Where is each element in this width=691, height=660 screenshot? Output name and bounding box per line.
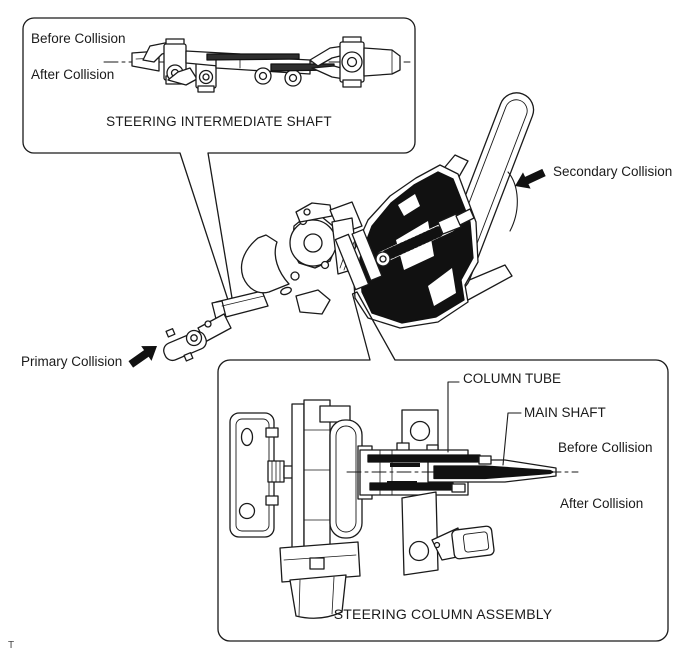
primary-collision-arrow-icon	[128, 346, 157, 368]
shaft-collapsed-bar	[433, 465, 554, 480]
after-collision-label-bottom: After Collision	[560, 496, 644, 511]
primary-collision-label: Primary Collision	[21, 354, 123, 369]
before-collision-label-bottom: Before Collision	[558, 440, 653, 455]
column-tube-leader-line	[447, 381, 460, 453]
tube-before-bar	[367, 454, 481, 463]
footer-mark: T	[8, 640, 15, 651]
intermediate-shaft-caption: STEERING INTERMEDIATE SHAFT	[106, 114, 332, 129]
steering-column-main-drawing	[128, 92, 546, 368]
main-shaft-label: MAIN SHAFT	[524, 405, 606, 420]
key-cylinder	[451, 525, 495, 560]
shaft-before-bar	[206, 53, 300, 61]
after-collision-label-top: After Collision	[31, 67, 115, 82]
column-tube-label: COLUMN TUBE	[463, 371, 562, 386]
secondary-collision-label: Secondary Collision	[553, 164, 673, 179]
main-shaft-leader-line	[502, 412, 522, 466]
intermediate-shaft-drawing	[103, 36, 411, 93]
before-collision-label-top: Before Collision	[31, 31, 126, 46]
shroud-cross-section	[351, 164, 479, 329]
column-assembly-drawing	[229, 399, 579, 619]
wheel-hub-bulge	[507, 171, 518, 232]
secondary-collision-arrow-icon	[515, 168, 546, 189]
column-assembly-caption: STEERING COLUMN ASSEMBLY	[333, 606, 553, 622]
bottom-callout-box	[217, 291, 669, 642]
